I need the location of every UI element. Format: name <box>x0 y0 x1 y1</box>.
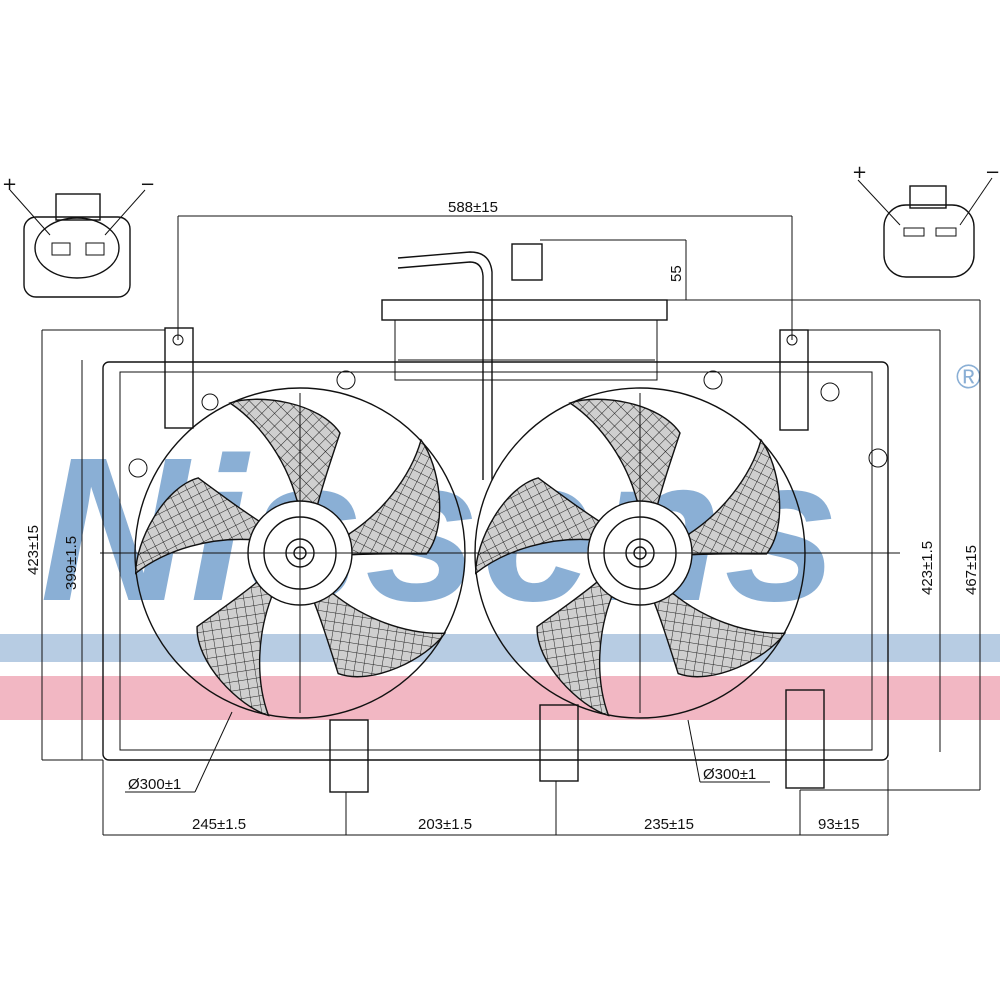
left-minus-label: − <box>140 174 155 195</box>
right-minus-label: − <box>985 162 1000 183</box>
dim-top-width: 588±15 <box>448 199 498 216</box>
dim-right-inner-height: 423±1.5 <box>919 541 936 595</box>
left-electrical-connector <box>9 189 146 298</box>
top-connector <box>511 243 543 281</box>
dim-top-height: 55 <box>668 265 685 282</box>
dim-bottom-2: 203±1.5 <box>418 816 472 833</box>
right-plus-label: + <box>852 162 867 183</box>
dim-left-outer-height: 423±15 <box>25 525 42 575</box>
dim-bottom-3: 235±15 <box>644 816 694 833</box>
dim-left-inner-height: 399±1.5 <box>63 536 80 590</box>
right-electrical-connector <box>857 177 993 278</box>
hose-pipe <box>397 251 493 480</box>
dim-bottom-1: 245±1.5 <box>192 816 246 833</box>
left-plus-label: + <box>2 174 17 195</box>
registered-mark: ® <box>956 358 981 396</box>
dimension-lines <box>41 215 981 836</box>
dim-bottom-4: 93±15 <box>818 816 860 833</box>
dim-left-fan-diameter: Ø300±1 <box>128 776 181 793</box>
dim-right-fan-diameter: Ø300±1 <box>703 766 756 783</box>
blue-stripe <box>0 634 1000 662</box>
dim-right-outer-height: 467±15 <box>963 545 980 595</box>
red-stripe <box>0 676 1000 720</box>
